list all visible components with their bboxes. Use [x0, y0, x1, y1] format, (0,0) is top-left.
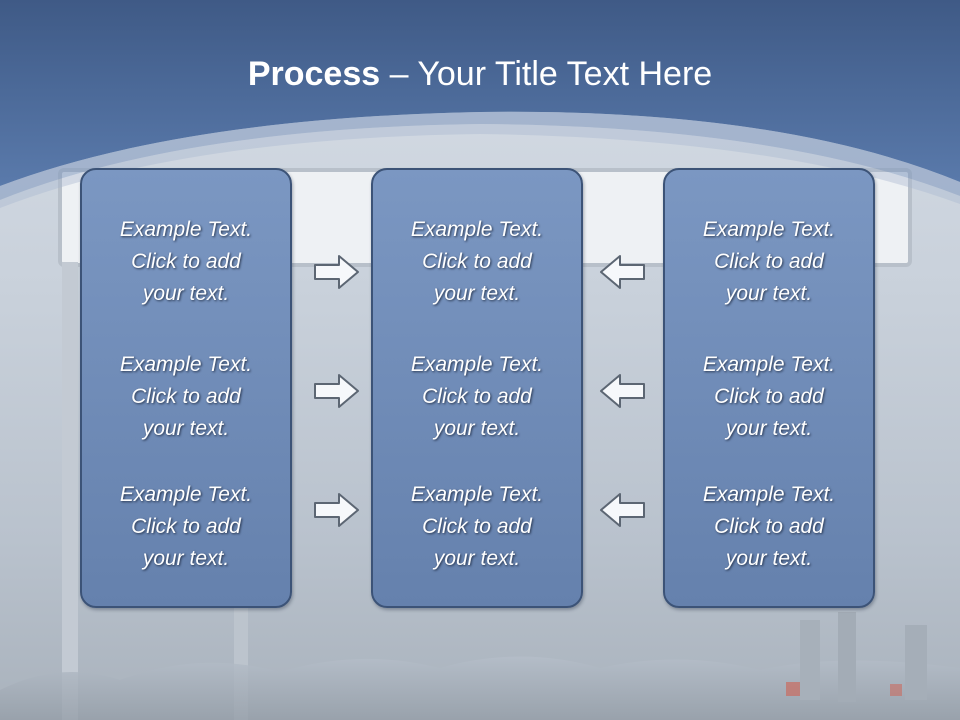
text-line: Example Text.	[410, 483, 544, 506]
text-placeholder[interactable]: Example Text. Click to add your text.	[82, 214, 290, 310]
text-line: Example Text.	[702, 218, 836, 241]
text-placeholder[interactable]: Example Text. Click to add your text.	[373, 214, 581, 310]
arrow-right-icon	[314, 493, 359, 527]
process-box-center[interactable]: Example Text. Click to add your text. Ex…	[371, 168, 583, 608]
text-line: Example Text.	[119, 218, 253, 241]
arrow-left-icon	[600, 493, 645, 527]
text-line: Click to add	[131, 385, 241, 408]
text-placeholder[interactable]: Example Text. Click to add your text.	[82, 349, 290, 445]
process-box-right[interactable]: Example Text. Click to add your text. Ex…	[663, 168, 875, 608]
text-line: Click to add	[131, 250, 241, 273]
text-placeholder[interactable]: Example Text. Click to add your text.	[665, 349, 873, 445]
text-line: Example Text.	[702, 483, 836, 506]
text-line: Example Text.	[702, 353, 836, 376]
text-placeholder[interactable]: Example Text. Click to add your text.	[373, 479, 581, 575]
text-line: Example Text.	[410, 353, 544, 376]
text-line: your text.	[725, 547, 813, 570]
text-line: your text.	[433, 417, 521, 440]
text-line: your text.	[433, 547, 521, 570]
text-line: your text.	[725, 282, 813, 305]
text-line: Click to add	[422, 385, 532, 408]
text-line: Click to add	[422, 515, 532, 538]
text-line: your text.	[725, 417, 813, 440]
text-line: Example Text.	[119, 353, 253, 376]
process-box-left[interactable]: Example Text. Click to add your text. Ex…	[80, 168, 292, 608]
text-line: your text.	[142, 282, 230, 305]
title-rest: – Your Title Text Here	[380, 55, 713, 93]
text-line: Click to add	[714, 250, 824, 273]
arrow-left-icon	[600, 255, 645, 289]
text-line: Example Text.	[119, 483, 253, 506]
arrow-left-icon	[600, 374, 645, 408]
text-placeholder[interactable]: Example Text. Click to add your text.	[665, 214, 873, 310]
text-line: your text.	[142, 547, 230, 570]
arrow-right-icon	[314, 255, 359, 289]
text-line: Example Text.	[410, 218, 544, 241]
title-bold: Process	[247, 55, 381, 93]
text-line: Click to add	[422, 250, 532, 273]
text-line: Click to add	[714, 385, 824, 408]
text-placeholder[interactable]: Example Text. Click to add your text.	[373, 349, 581, 445]
text-line: Click to add	[131, 515, 241, 538]
text-line: your text.	[142, 417, 230, 440]
slide-title: Process – Your Title Text Here	[0, 52, 960, 96]
text-placeholder[interactable]: Example Text. Click to add your text.	[82, 479, 290, 575]
text-placeholder[interactable]: Example Text. Click to add your text.	[665, 479, 873, 575]
text-line: Click to add	[714, 515, 824, 538]
text-line: your text.	[433, 282, 521, 305]
arrow-right-icon	[314, 374, 359, 408]
